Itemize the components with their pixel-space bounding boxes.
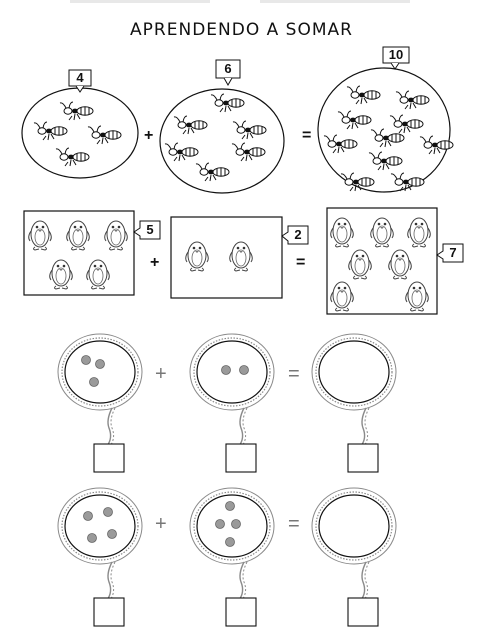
top-rule-right	[260, 0, 410, 3]
tag-row1-b	[215, 59, 241, 87]
balloon-row4-b-answer-box	[225, 597, 257, 627]
balloon-row3-result-inner	[318, 340, 390, 404]
balloon-row3-b-string-twist	[241, 407, 248, 447]
counting-dot	[89, 377, 99, 387]
balloon-row3-result-answer-box	[347, 443, 379, 473]
balloon-row4-result-inner	[318, 494, 390, 558]
tag-row2-result	[436, 243, 464, 263]
equals-sign-row3: =	[288, 363, 300, 385]
count-row1-a: 4	[76, 70, 84, 85]
count-row1-result: 10	[388, 47, 404, 62]
balloon-row3-a-string-twist	[109, 407, 116, 447]
tag-row2-a	[133, 220, 161, 240]
balloon-row3-b-string	[238, 407, 245, 447]
plus-sign-row3: +	[155, 363, 167, 385]
count-row2-b: 2	[294, 227, 302, 242]
balloon-row4-b-string	[238, 561, 245, 601]
balloon-row3-a-answer-box	[93, 443, 125, 473]
balloon-row4-result-string	[360, 561, 367, 601]
counting-dot	[215, 519, 225, 529]
tag-row2-b	[281, 225, 309, 245]
balloon-exercises	[57, 333, 397, 627]
counting-dot	[83, 511, 93, 521]
balloon-row4-a-string	[106, 561, 113, 601]
tag-row1-result	[382, 46, 410, 70]
equals-sign-row2: =	[296, 254, 306, 271]
top-rule-left	[70, 0, 210, 3]
equals-sign-row1: =	[302, 127, 312, 144]
balloon-row3-result-string-twist	[363, 407, 370, 447]
balloon-row4-a-inner	[64, 494, 136, 558]
balloon-row3-b-inner	[196, 340, 268, 404]
counting-dot	[221, 365, 231, 375]
counting-dot	[87, 533, 97, 543]
counting-dot	[95, 359, 105, 369]
counting-dot	[225, 537, 235, 547]
balloon-row3-result-string	[360, 407, 367, 447]
count-row2-a: 5	[146, 222, 154, 237]
equals-sign-row4: =	[288, 513, 300, 535]
balloon-row3-b-answer-box	[225, 443, 257, 473]
plus-sign-row2: +	[150, 254, 160, 271]
set-circle-result	[317, 67, 451, 193]
balloon-row4-result-rim	[315, 491, 393, 561]
balloon-row3-b-rim	[193, 337, 271, 407]
plus-sign-row4: +	[155, 513, 167, 535]
balloon-row3-a-string	[106, 407, 113, 447]
balloon-row3-a-inner	[64, 340, 136, 404]
counting-dot	[81, 355, 91, 365]
balloon-row4-result-string-twist	[363, 561, 370, 601]
counting-dot	[231, 519, 241, 529]
worksheet-title: APRENDENDO A SOMAR	[130, 20, 353, 40]
balloon-row3-result-rim	[315, 337, 393, 407]
balloon-row4-result-answer-box	[347, 597, 379, 627]
counting-dot	[225, 501, 235, 511]
balloon-row4-b-rim	[193, 491, 271, 561]
set-circle-b	[159, 88, 285, 194]
balloon-row4-b-string-twist	[241, 561, 248, 601]
count-row2-result: 7	[449, 245, 457, 260]
balloon-row4-a-answer-box	[93, 597, 125, 627]
counting-dot	[103, 507, 113, 517]
counting-dot	[107, 529, 117, 539]
count-row1-b: 6	[224, 61, 232, 76]
balloon-row4-a-rim	[61, 491, 139, 561]
plus-sign-row1: +	[144, 127, 154, 144]
tag-row1-a	[68, 69, 92, 93]
balloon-row4-a-string-twist	[109, 561, 116, 601]
balloon-row3-a-rim	[61, 337, 139, 407]
counting-dot	[239, 365, 249, 375]
